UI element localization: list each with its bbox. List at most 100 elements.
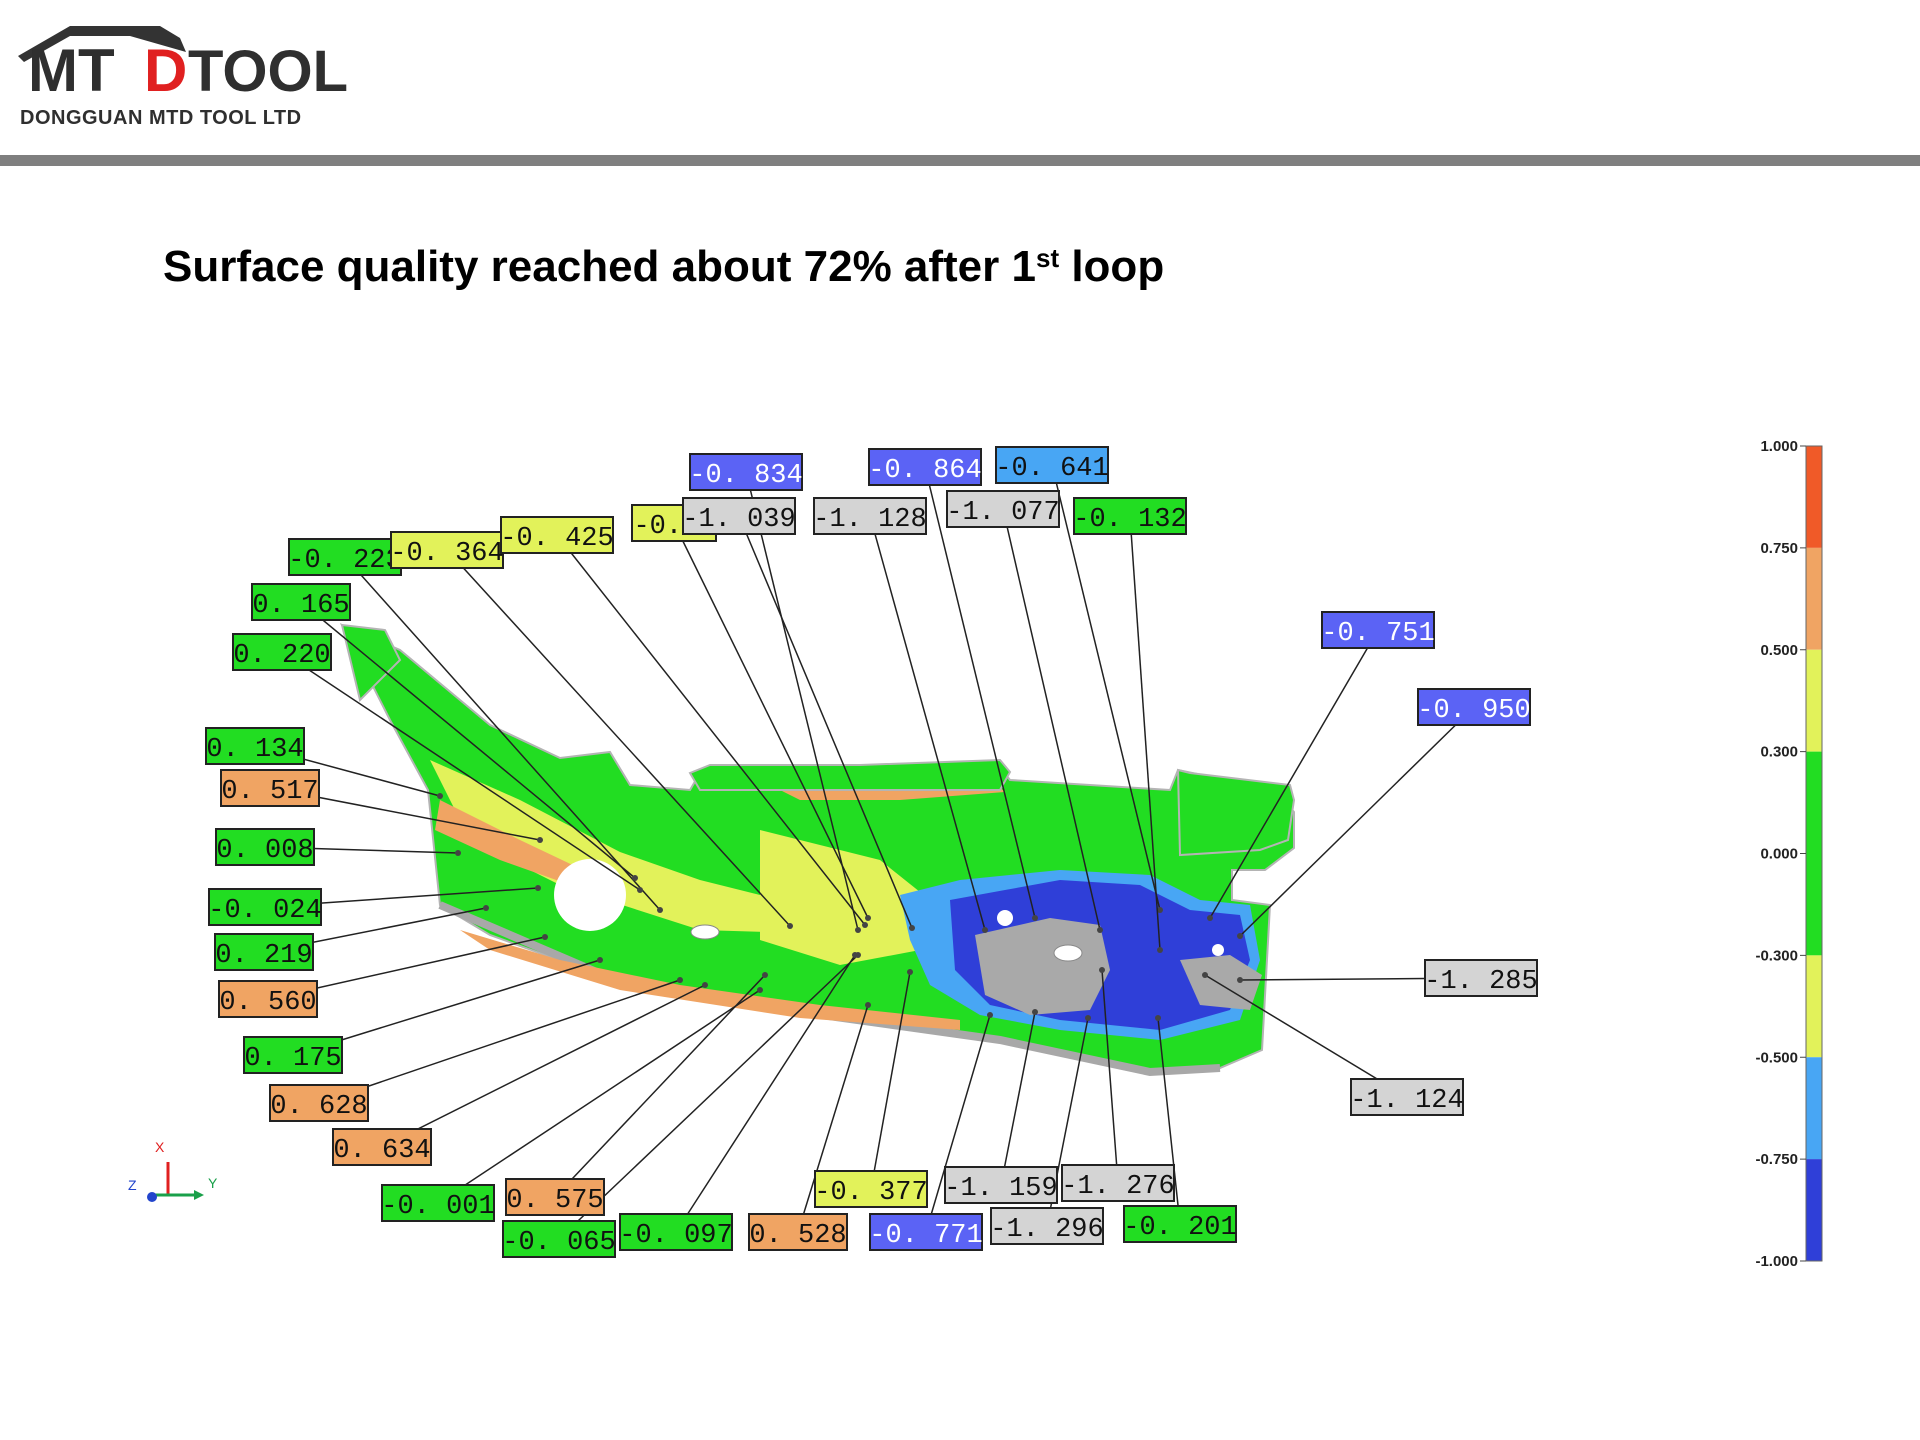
deviation-label-value: 0. 220 (233, 641, 330, 671)
deviation-label-box (813, 497, 927, 535)
measurement-point (1237, 977, 1243, 983)
leader-line (1157, 1017, 1181, 1225)
logo-roof-icon (18, 26, 186, 62)
deviation-label-box (500, 516, 614, 554)
part-hole-right (1212, 944, 1224, 956)
deviation-label-value: 0. 134 (206, 735, 303, 765)
deviation-label-box (1350, 1078, 1464, 1116)
leader-line (300, 601, 636, 879)
leader-line (1209, 629, 1379, 919)
deviation-label: -1. 159 (944, 1166, 1058, 1204)
deviation-label-value: -1. 124 (1350, 1086, 1463, 1116)
deviation-label: 0. 575 (505, 1178, 605, 1216)
page-title: Surface quality reached about 72% after … (163, 242, 1165, 291)
deviation-label-value: -0. 132 (1073, 505, 1186, 535)
deviation-label-value: 0. 628 (270, 1092, 367, 1122)
deviation-label: -0. 950 (1417, 688, 1531, 726)
logo-company-name: DONGGUAN MTD TOOL LTD (20, 107, 302, 129)
measurement-point (455, 850, 461, 856)
header: MT D TOOL DONGGUAN MTD TOOL LTD (0, 0, 1920, 170)
leader-line (1051, 464, 1161, 911)
color-scale-band (1806, 1057, 1822, 1160)
deviation-label-box (288, 538, 402, 576)
deviation-label-value: 0. 560 (219, 988, 316, 1018)
deviation-label: -0. 771 (869, 1213, 983, 1251)
deviation-label-box (269, 1084, 369, 1122)
deviation-label: 0. 134 (205, 727, 305, 765)
deviation-label-box (619, 1213, 733, 1251)
deviation-labels: -0. 834-0. 864-0. 641-0. 4-1. 039-1. 128… (205, 446, 1538, 1258)
measurement-point (852, 952, 858, 958)
measurement-point (632, 875, 638, 881)
deviation-label-value: 0. 634 (333, 1136, 430, 1166)
part-surface (339, 622, 1296, 1077)
measurement-point (597, 957, 603, 963)
measurement-point (702, 982, 708, 988)
deviation-label-box (990, 1207, 1104, 1245)
deviation-label-box (1321, 611, 1435, 649)
deviation-label-value: -1. 128 (813, 505, 926, 535)
z-axis-icon (147, 1192, 157, 1202)
deviation-label-value: -1. 077 (946, 498, 1059, 528)
deviation-label: 0. 560 (218, 980, 318, 1018)
leader-line (1129, 515, 1161, 951)
deviation-label-box (1073, 497, 1187, 535)
deviation-label: -0. 223 (288, 538, 402, 576)
leader-line (1000, 1011, 1036, 1186)
deviation-label: -0. 425 (500, 516, 614, 554)
measurement-point (865, 1002, 871, 1008)
deviation-label-box (390, 531, 504, 569)
deviation-label-value: -0. 864 (868, 456, 981, 486)
measurement-point (1207, 915, 1213, 921)
deviation-label: -0. 201 (1123, 1205, 1237, 1243)
deviation-label-box (218, 980, 318, 1018)
deviation-label-value: -0. 751 (1321, 619, 1434, 649)
axis-x-label: X (155, 1139, 165, 1155)
deviation-label-value: -1. 159 (944, 1174, 1057, 1204)
measurement-point (1157, 907, 1163, 913)
measurement-point (1032, 915, 1038, 921)
measurement-point (1237, 933, 1243, 939)
deviation-label: -1. 077 (946, 490, 1060, 528)
measurement-point (1032, 1009, 1038, 1015)
title-superscript: st (1035, 243, 1060, 273)
measurement-point (1202, 972, 1208, 978)
deviation-label-box (381, 1184, 495, 1222)
deviation-label: 0. 165 (251, 583, 351, 621)
measurement-point (907, 969, 913, 975)
deviation-label-box (1061, 1164, 1175, 1202)
part-hole-small (997, 910, 1013, 926)
deviation-label-value: 0. 008 (216, 836, 313, 866)
measurement-point (862, 922, 868, 928)
measurement-point (483, 905, 489, 911)
leader-line (925, 1014, 991, 1233)
deviation-label: 0. 175 (243, 1036, 343, 1074)
deviation-label-value: -0. 771 (869, 1221, 982, 1251)
leader-line (381, 984, 706, 1148)
leader-line (554, 974, 766, 1198)
deviation-label-box (995, 446, 1109, 484)
axis-triad: X Y Z (128, 1139, 218, 1202)
leader-line (446, 549, 791, 927)
measurement-point (657, 907, 663, 913)
deviation-label-box (1123, 1205, 1237, 1243)
part-slot-left (690, 924, 720, 940)
measurement-point (537, 837, 543, 843)
deviation-label-value: -0. 377 (814, 1178, 927, 1208)
deviation-label-value: -0. 001 (381, 1192, 494, 1222)
leader-line (1204, 974, 1408, 1098)
deviation-label-box (502, 1220, 616, 1258)
leader-line (924, 466, 1036, 919)
measurement-point (437, 793, 443, 799)
leader-line (558, 954, 859, 1240)
part-top-flange (688, 758, 1012, 791)
deviation-label-value: 0. 165 (252, 591, 349, 621)
measurement-point (909, 925, 915, 931)
deviation-label-value: -0. 641 (995, 454, 1108, 484)
color-scale-tick-label: -0.300 (1755, 947, 1798, 964)
deviation-label-box (1424, 959, 1538, 997)
yellow-region-mid (760, 830, 930, 965)
measurement-point (1097, 927, 1103, 933)
deviation-label: -1. 285 (1424, 959, 1538, 997)
leader-line (738, 515, 913, 929)
